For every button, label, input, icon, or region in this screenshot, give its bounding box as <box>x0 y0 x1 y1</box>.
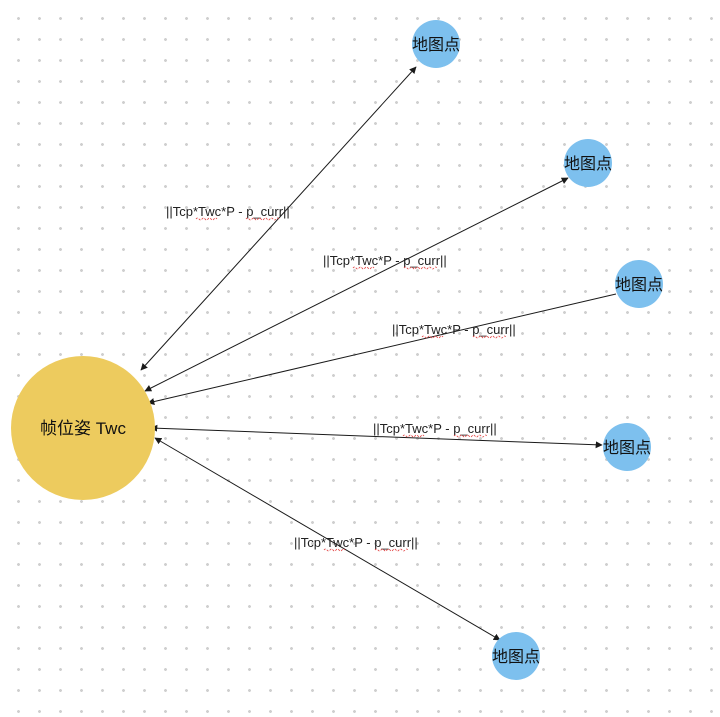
spellcheck-underline <box>453 434 488 438</box>
edge-1[interactable] <box>144 177 569 392</box>
edge-label-1: ||Tcp*Twc*P - p_curr|| <box>323 253 447 268</box>
edges <box>140 66 617 641</box>
pose-node[interactable]: 帧位姿 Twc <box>11 356 155 500</box>
map-point-label: 地图点 <box>492 648 540 666</box>
spellcheck-underline <box>374 548 409 552</box>
map-point-node[interactable]: 地图点 <box>603 423 651 471</box>
edge-3[interactable] <box>150 424 603 449</box>
map-point-circle <box>492 632 540 680</box>
edge-4[interactable] <box>154 437 501 641</box>
map-point-label: 地图点 <box>603 439 651 457</box>
map-point-label: 地图点 <box>615 276 663 294</box>
map-point-label: 地图点 <box>412 36 460 54</box>
map-point-circle <box>412 20 460 68</box>
map-point-node[interactable]: 地图点 <box>412 20 460 68</box>
spellcheck-underline <box>195 217 218 221</box>
edge-label-4: ||Tcp*Twc*P - p_curr|| <box>294 535 418 550</box>
spellcheck-underline <box>352 266 375 270</box>
edge-label-0: ||Tcp*Twc*P - p_curr|| <box>166 204 290 219</box>
spellcheck-underline <box>421 335 444 339</box>
spellcheck-underline <box>403 266 438 270</box>
map-point-node[interactable]: 地图点 <box>492 632 540 680</box>
map-point-circle <box>564 139 612 187</box>
edge-label-2: ||Tcp*Twc*P - p_curr|| <box>392 322 516 337</box>
spellcheck-underline <box>402 434 425 438</box>
map-point-circle <box>615 260 663 308</box>
map-point-label: 地图点 <box>564 155 612 173</box>
edge-labels: ||Tcp*Twc*P - p_curr|| ||Tcp*Twc*P - p_c… <box>166 204 516 552</box>
map-point-node[interactable]: 地图点 <box>615 260 663 308</box>
map-point-circle <box>603 423 651 471</box>
pose-node-label: 帧位姿 Twc <box>40 419 126 438</box>
map-point-node[interactable]: 地图点 <box>564 139 612 187</box>
pose-node-circle <box>11 356 155 500</box>
edge-2[interactable] <box>147 293 617 405</box>
edge-label-3: ||Tcp*Twc*P - p_curr|| <box>373 421 497 436</box>
spellcheck-underline <box>472 335 507 339</box>
spellcheck-underline <box>245 217 280 221</box>
spellcheck-underline <box>323 548 346 552</box>
